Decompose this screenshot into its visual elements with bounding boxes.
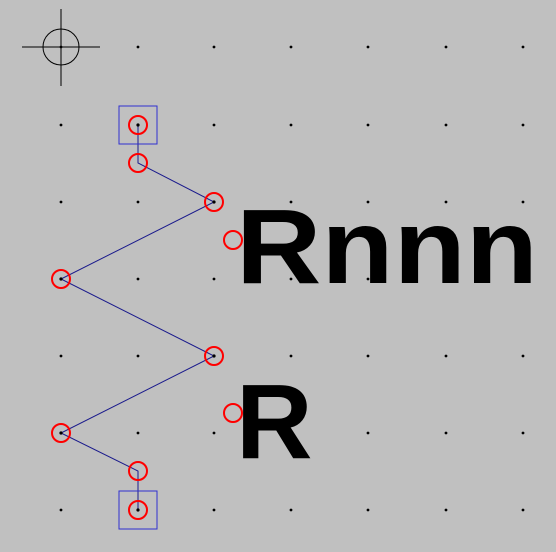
grid-dot xyxy=(521,45,525,49)
grid-dot xyxy=(366,277,370,281)
reference-label[interactable]: R xyxy=(236,363,313,481)
grid-dot xyxy=(59,200,63,204)
grid-dot xyxy=(289,431,293,435)
grid-dot xyxy=(136,431,140,435)
grid-dot xyxy=(521,200,525,204)
grid-dot xyxy=(289,123,293,127)
grid-dot xyxy=(289,508,293,512)
handle-pin2-icon[interactable] xyxy=(128,500,148,520)
handle-1-icon[interactable] xyxy=(128,153,148,173)
grid-dot xyxy=(59,508,63,512)
grid-dot xyxy=(444,508,448,512)
grid-dot xyxy=(366,200,370,204)
grid-dot xyxy=(212,508,216,512)
grid-dot xyxy=(366,123,370,127)
resistor-zigzag-wire[interactable] xyxy=(59,125,216,510)
grid-dot xyxy=(444,123,448,127)
grid-dot xyxy=(444,45,448,49)
grid-dot xyxy=(59,354,63,358)
pin-1-square-icon[interactable] xyxy=(118,105,158,145)
grid-dot xyxy=(289,277,293,281)
grid-dot xyxy=(366,354,370,358)
grid-dot xyxy=(59,123,63,127)
grid-dot xyxy=(521,431,525,435)
handle-4-icon[interactable] xyxy=(204,346,224,366)
pin-2-square-icon[interactable] xyxy=(118,490,158,530)
handle-3-icon[interactable] xyxy=(51,269,71,289)
grid-dot xyxy=(136,354,140,358)
grid-dot xyxy=(521,123,525,127)
grid-dot xyxy=(289,354,293,358)
origin-crosshair-icon xyxy=(22,9,100,86)
vertex-dots xyxy=(59,123,216,512)
grid-dot xyxy=(521,277,525,281)
grid-dot xyxy=(289,45,293,49)
grid-dot xyxy=(136,45,140,49)
grid-dot xyxy=(366,508,370,512)
grid-dot xyxy=(366,45,370,49)
grid-dot xyxy=(136,277,140,281)
handle-2-icon[interactable] xyxy=(204,192,224,212)
resistor-symbol[interactable] xyxy=(59,125,216,510)
grid-dot xyxy=(521,354,525,358)
grid-dot xyxy=(366,431,370,435)
grid-dot xyxy=(212,277,216,281)
handle-value-label-icon[interactable] xyxy=(223,230,243,250)
handle-pin1-icon[interactable] xyxy=(128,115,148,135)
selection-handles[interactable] xyxy=(51,115,243,520)
grid-dot xyxy=(212,431,216,435)
grid-dot xyxy=(444,200,448,204)
value-label[interactable]: Rnnn xyxy=(236,188,538,306)
grid-dot xyxy=(136,200,140,204)
grid-dot xyxy=(521,508,525,512)
handle-6-icon[interactable] xyxy=(128,461,148,481)
grid-dot xyxy=(212,45,216,49)
handle-ref-label-icon[interactable] xyxy=(223,403,243,423)
grid-dot xyxy=(444,431,448,435)
handle-5-icon[interactable] xyxy=(51,423,71,443)
grid-dot xyxy=(212,123,216,127)
grid-dot xyxy=(289,200,293,204)
grid-dot xyxy=(444,277,448,281)
grid-dot xyxy=(444,354,448,358)
